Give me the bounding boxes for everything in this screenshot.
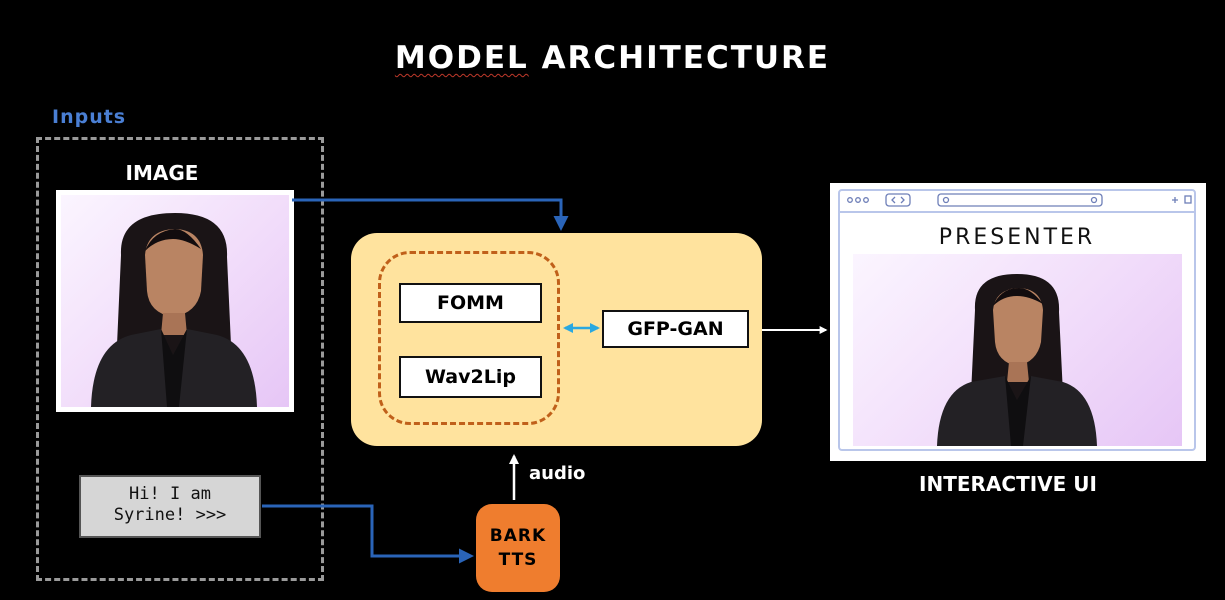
person-illustration bbox=[937, 274, 1097, 446]
person-illustration bbox=[91, 213, 257, 407]
presenter-label: PRESENTER bbox=[938, 225, 1096, 250]
input-portrait-image bbox=[56, 190, 294, 412]
tts-label: TTS bbox=[498, 550, 538, 570]
text-prompt-line2: Syrine! >>> bbox=[113, 505, 227, 525]
title-word-architecture: ARCHITECTURE bbox=[541, 40, 831, 76]
inputs-label: Inputs bbox=[52, 106, 127, 128]
interactive-ui-label: INTERACTIVE UI bbox=[919, 472, 1097, 496]
browser-toolbar bbox=[840, 191, 1194, 213]
inputs-group bbox=[36, 137, 324, 581]
bark-tts-box: BARK TTS bbox=[476, 504, 560, 592]
text-prompt-box: Hi! I am Syrine! >>> bbox=[79, 475, 261, 538]
bark-label: BARK bbox=[489, 526, 547, 546]
diagram-title: MODEL ARCHITECTURE bbox=[0, 40, 1225, 76]
output-presenter-video bbox=[853, 254, 1182, 446]
gfpgan-model: GFP-GAN bbox=[602, 310, 749, 348]
audio-label: audio bbox=[529, 463, 586, 484]
animation-models-group bbox=[378, 251, 560, 425]
title-word-model: MODEL bbox=[394, 40, 529, 76]
fomm-model: FOMM bbox=[399, 283, 542, 323]
image-label: IMAGE bbox=[125, 161, 199, 185]
text-to-tts-arrow bbox=[262, 504, 474, 564]
image-to-model-arrow bbox=[292, 198, 569, 231]
text-prompt-line1: Hi! I am bbox=[129, 484, 211, 504]
wav2lip-model: Wav2Lip bbox=[399, 356, 542, 398]
